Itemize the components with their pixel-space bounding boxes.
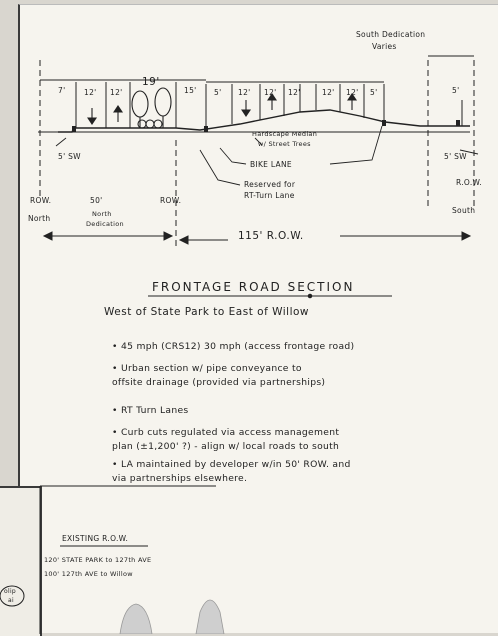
median-trees bbox=[131, 87, 172, 129]
bullet-2: • Urban section w/ pipe conveyance to bbox=[112, 363, 302, 374]
left-row-label: ROW. bbox=[30, 196, 52, 205]
lane-arrows bbox=[86, 93, 358, 125]
median-note-line2: w/ Street Trees bbox=[258, 140, 311, 148]
row-dimension bbox=[42, 231, 472, 245]
lane-width-12: 5' bbox=[370, 88, 378, 97]
lamp-shapes bbox=[119, 599, 225, 634]
existing-row-line2: 100' 127th AVE to Willow bbox=[44, 570, 133, 578]
dedication-text-line1: North bbox=[92, 210, 112, 218]
median-note-line1: Hardscape Median bbox=[252, 130, 318, 138]
left-north-label: North bbox=[28, 214, 51, 223]
curbs bbox=[72, 120, 460, 132]
center-row-label: ROW. bbox=[160, 196, 182, 205]
existing-row-box bbox=[39, 485, 216, 634]
bullet-1: • 45 mph (CRS12) 30 mph (access frontage… bbox=[112, 341, 355, 352]
underlying-sheet bbox=[0, 486, 42, 636]
existing-row-heading: EXISTING R.O.W. bbox=[62, 534, 129, 543]
lane-width-6: 5' bbox=[214, 88, 222, 97]
row-lines bbox=[39, 60, 475, 250]
south-dedication-line2: Varies bbox=[372, 42, 397, 51]
title-underline bbox=[148, 293, 392, 299]
left-sidewalk-label: 5' SW bbox=[58, 152, 81, 161]
turn-lane-line2: RT-Turn Lane bbox=[244, 191, 295, 200]
underpage-text-1: olip bbox=[4, 588, 17, 595]
bullet-5-cont: via partnerships elsewhere. bbox=[112, 473, 248, 484]
dedication-text-line2: Dedication bbox=[86, 220, 124, 228]
lane-width-8: 12' bbox=[264, 88, 277, 97]
right-row-label: R.O.W. bbox=[456, 178, 483, 187]
lane-width-13: 5' bbox=[452, 86, 460, 95]
lane-width-1: 7' bbox=[58, 86, 66, 95]
lane-width-7: 12' bbox=[238, 88, 251, 97]
underpage-shape bbox=[0, 585, 25, 607]
right-sidewalk-label: 5' SW bbox=[444, 152, 467, 161]
lane-width-5: 15' bbox=[184, 86, 197, 95]
lane-width-11: 12' bbox=[346, 88, 359, 97]
lane-width-3: 12' bbox=[110, 88, 123, 97]
header-bracket bbox=[40, 55, 474, 83]
leader-lines bbox=[55, 125, 479, 186]
road-profile-line bbox=[58, 109, 470, 133]
lane-width-9: 12' bbox=[288, 88, 301, 97]
section-title: FRONTAGE ROAD SECTION bbox=[152, 280, 355, 294]
right-sidewalk bbox=[430, 100, 470, 127]
bullet-5: • LA maintained by developer w/in 50' RO… bbox=[112, 459, 351, 470]
bullet-2-cont: offsite drainage (provided via partnersh… bbox=[112, 377, 326, 388]
median-width: 19' bbox=[142, 76, 160, 88]
sketch-sheet bbox=[18, 4, 498, 633]
south-dedication-line1: South Dedication bbox=[356, 30, 426, 39]
turn-lane-line1: Reserved for bbox=[244, 180, 296, 189]
bike-lane-label: BIKE LANE bbox=[250, 160, 292, 169]
bullet-3: • RT Turn Lanes bbox=[112, 405, 189, 416]
right-south-label: South bbox=[452, 206, 476, 215]
total-row-label: 115' R.O.W. bbox=[238, 230, 304, 242]
section-subtitle: West of State Park to East of Willow bbox=[104, 306, 310, 318]
lane-dividers bbox=[75, 82, 385, 128]
bullet-4: • Curb cuts regulated via access managem… bbox=[112, 427, 340, 438]
bullet-4-cont: plan (±1,200' ?) - align w/ local roads … bbox=[112, 441, 340, 452]
existing-row-line1: 120' STATE PARK to 127th AVE bbox=[44, 556, 152, 564]
underpage-text-2: ai bbox=[8, 597, 14, 604]
lane-width-10: 12' bbox=[322, 88, 335, 97]
dedication-width-label: 50' bbox=[90, 196, 103, 205]
lane-width-2: 12' bbox=[84, 88, 97, 97]
